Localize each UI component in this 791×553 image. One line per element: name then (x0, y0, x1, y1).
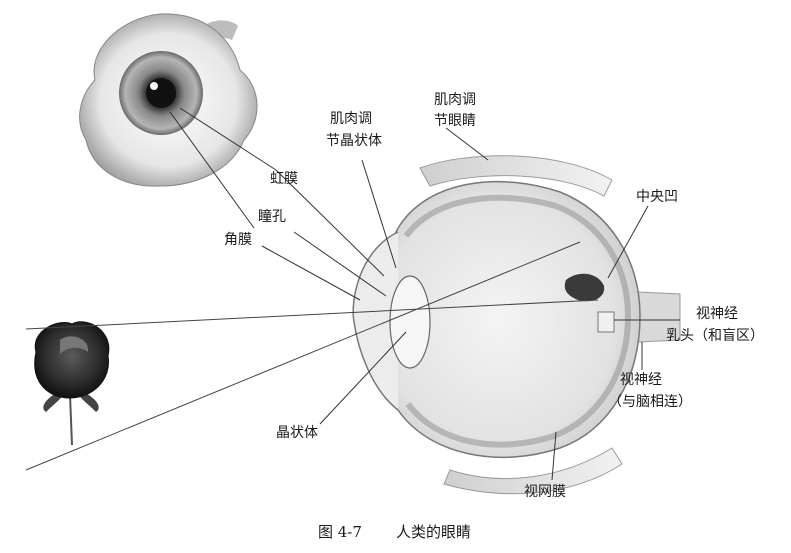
label-retina: 视网膜 (524, 484, 566, 500)
pupil-leader-2 (293, 231, 387, 297)
light-ray-lower (25, 241, 581, 471)
label-optic-disc-line1: 视神经 (696, 306, 738, 322)
lens-leader (319, 331, 407, 425)
label-pupil: 瞳孔 (258, 208, 286, 225)
label-ciliary-lens-line2: 节晶状体 (326, 133, 382, 149)
retina-leader (551, 431, 557, 481)
label-fovea: 中央凹 (636, 189, 678, 205)
cornea-leader (261, 245, 361, 301)
eyeball-front-view (79, 13, 258, 187)
caption-title: 人类的眼睛 (396, 523, 471, 541)
iris-leader-2 (275, 169, 385, 277)
label-cornea: 角膜 (224, 232, 252, 248)
pupil-leader (169, 111, 255, 229)
label-ciliary-eye-line2: 节眼睛 (434, 113, 476, 129)
light-ray-upper (25, 299, 599, 330)
caption-number: 图 4-7 (318, 523, 362, 541)
label-ciliary-eye-line1: 肌肉调 (434, 92, 476, 108)
label-ciliary-lens-line1: 肌肉调 (330, 111, 372, 127)
label-optic-disc-line2: 乳头（和盲区） (666, 327, 764, 344)
label-iris: 虹膜 (270, 171, 298, 187)
ciliary-lens-leader (361, 159, 397, 269)
eye-cross-section (352, 155, 681, 495)
lens-shape (389, 275, 431, 369)
iris-leader (179, 107, 277, 171)
pupil (146, 78, 176, 108)
rose-object (34, 321, 110, 446)
label-optic-nerve-line1: 视神经 (620, 372, 662, 388)
label-optic-nerve-line2: （与脑相连） (608, 394, 692, 410)
ciliary-eye-leader (445, 127, 489, 161)
fovea-leader (607, 205, 649, 279)
label-lens: 晶状体 (276, 425, 318, 441)
